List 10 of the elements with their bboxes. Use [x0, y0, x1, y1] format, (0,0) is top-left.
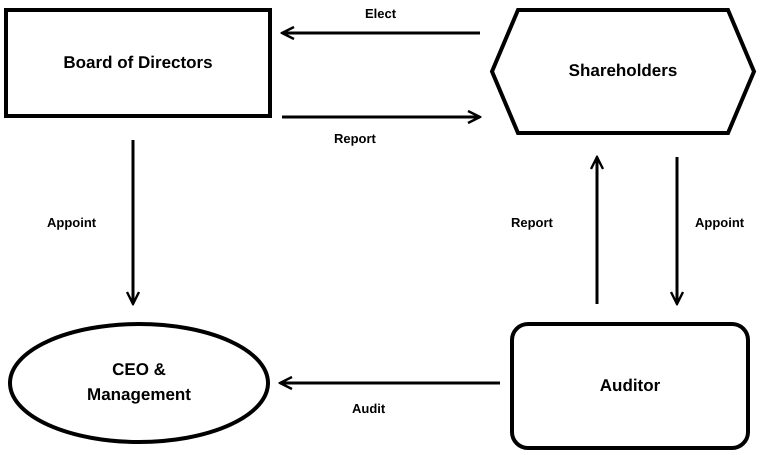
node-label: CEO & Management — [86, 359, 192, 406]
arrow — [670, 157, 684, 306]
node-label: Auditor — [600, 374, 660, 397]
arrow — [282, 110, 482, 124]
node-label: Shareholders — [568, 60, 678, 82]
arrow — [280, 26, 480, 40]
arrow — [126, 140, 140, 306]
arrow — [278, 376, 500, 390]
arrow — [590, 156, 604, 304]
node-label: Board of Directors — [63, 52, 213, 74]
